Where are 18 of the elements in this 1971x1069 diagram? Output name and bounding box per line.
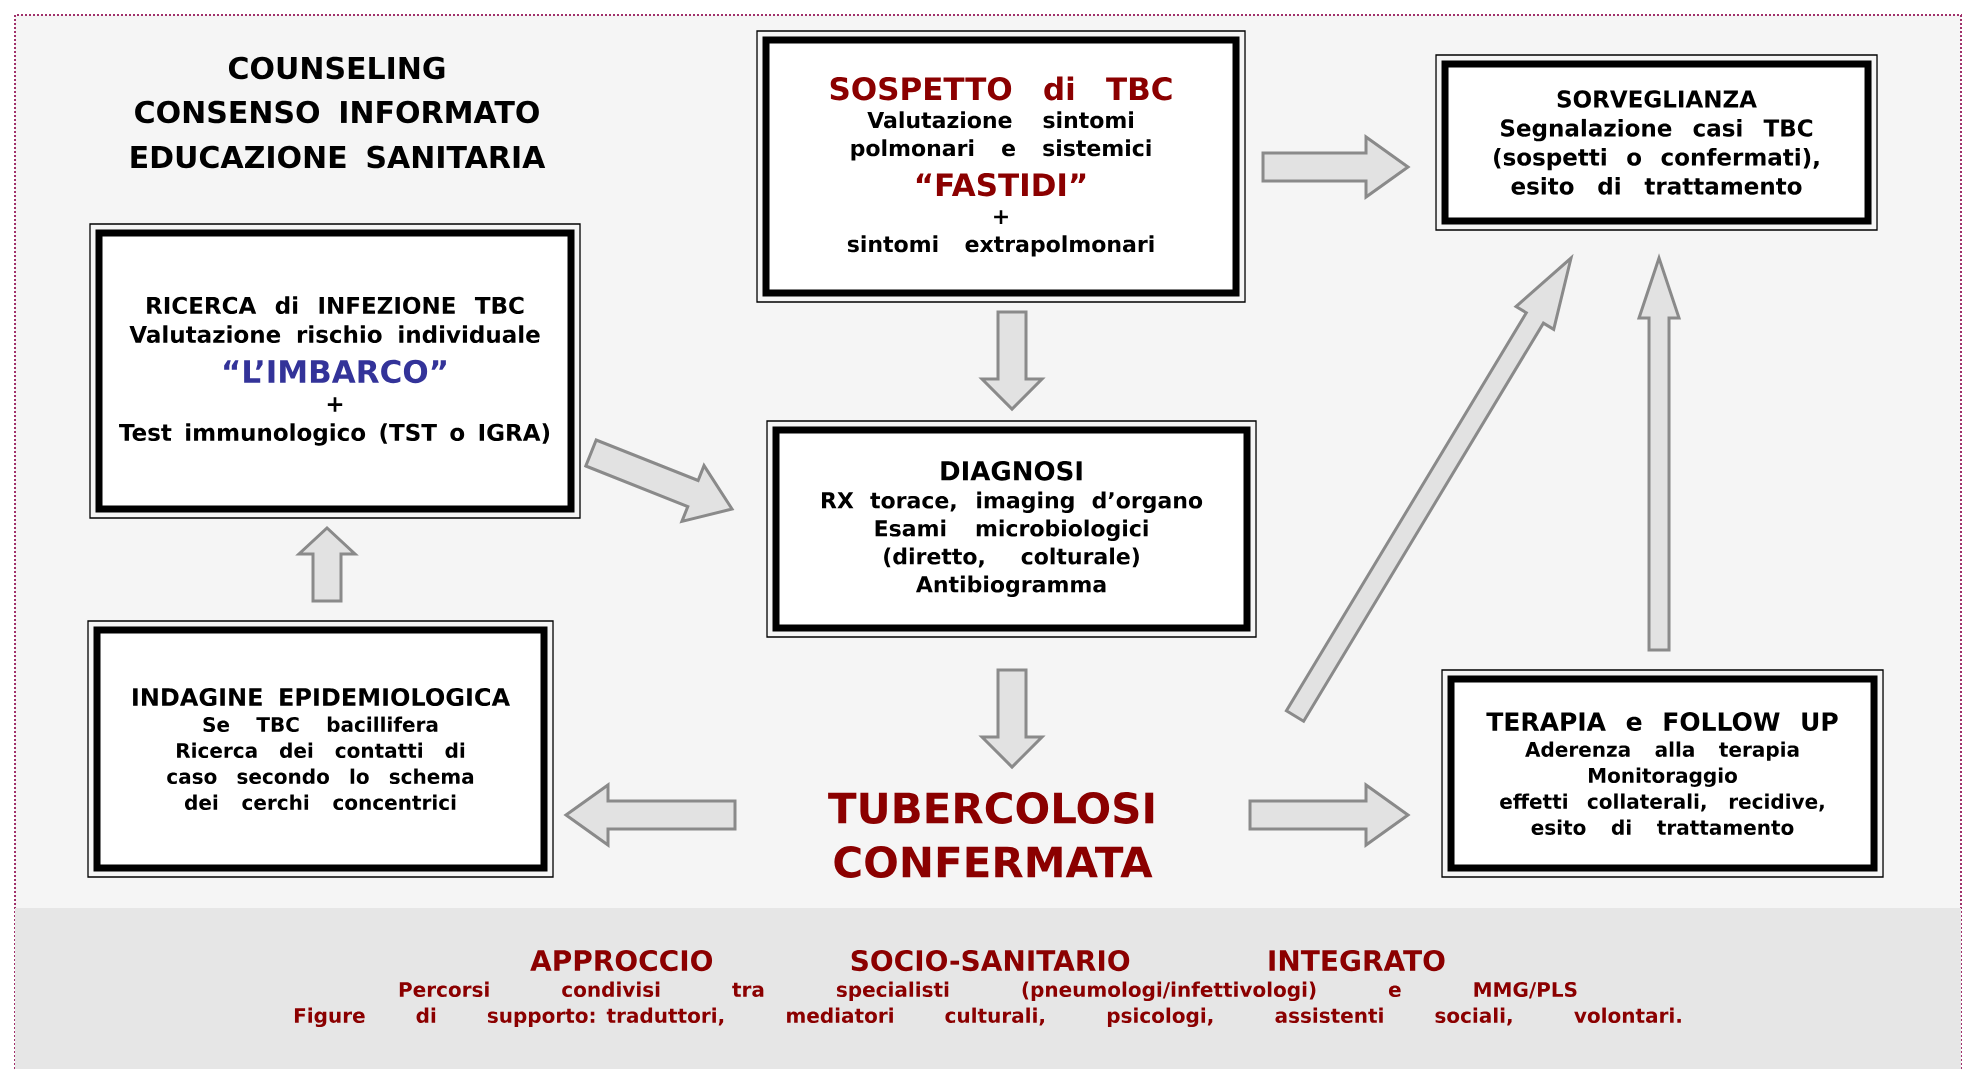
process-box: SOSPETTO di TBC Valutazione sintomi polmonari e sistemici “FASTIDI” + sintomi extrapolmonari (756, 30, 1246, 303)
process-box: RICERCA di INFEZIONE TBC Valutazione rischio individuale “L’IMBARCO” + Test immunologico (TST o IGRA) (89, 223, 581, 519)
process-box: SORVEGLIANZA Segnalazione casi TBC (sospetti o confermati), esito di trattamento (1435, 54, 1878, 231)
block-arrow (1261, 134, 1411, 200)
block-arrow (295, 525, 359, 603)
block-arrow (1248, 782, 1411, 848)
process-box: TERAPIA e FOLLOW UP Aderenza alla terapia Monitoraggio effetti collaterali, recidive, esito di trattamento (1441, 669, 1884, 878)
heading-text: COUNSELING (228, 56, 445, 80)
block-arrow (1636, 253, 1682, 652)
info-band: APPROCCIO SOCIO-SANITARIO INTEGRATO Percorsi condivisi tra specialisti (pneumologi/infettivologi) e MMG/PLS Figure di supporto: traduttori, mediatori culturali, psicologi, assistenti sociali, volontari. (15, 908, 1961, 1069)
block-arrow (978, 668, 1046, 770)
heading-text: CONSENSO INFORMATO (135, 100, 539, 124)
block-arrow (978, 310, 1046, 412)
process-box: DIAGNOSI RX torace, imaging d’organo Esami microbiologici (diretto, colturale) Antibiogramma (766, 420, 1257, 638)
heading-text: TUBERCOLOSI CONFERMATA (828, 792, 1154, 878)
block-arrow (563, 782, 737, 848)
process-box: INDAGINE EPIDEMIOLOGICA Se TBC bacillifera Ricerca dei contatti di caso secondo lo schema dei cerchi concentrici (87, 620, 554, 878)
heading-text: EDUCAZIONE SANITARIA (131, 145, 546, 169)
